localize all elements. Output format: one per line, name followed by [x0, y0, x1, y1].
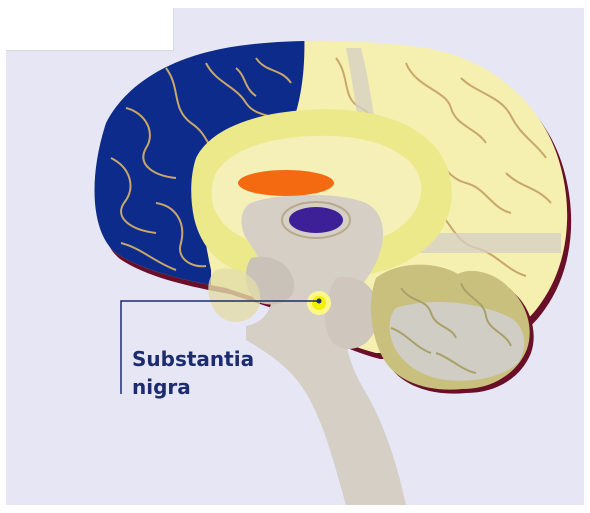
- label-line-1: Substantia: [132, 345, 254, 373]
- substantia-nigra-label: Substantia nigra: [132, 345, 254, 401]
- striatum: [238, 170, 334, 196]
- callout-dot: [317, 299, 322, 304]
- diagram-frame: Substantia nigra: [6, 8, 584, 505]
- brain-sagittal-diagram: [6, 8, 584, 505]
- label-line-2: nigra: [132, 373, 254, 401]
- thalamus: [289, 207, 343, 233]
